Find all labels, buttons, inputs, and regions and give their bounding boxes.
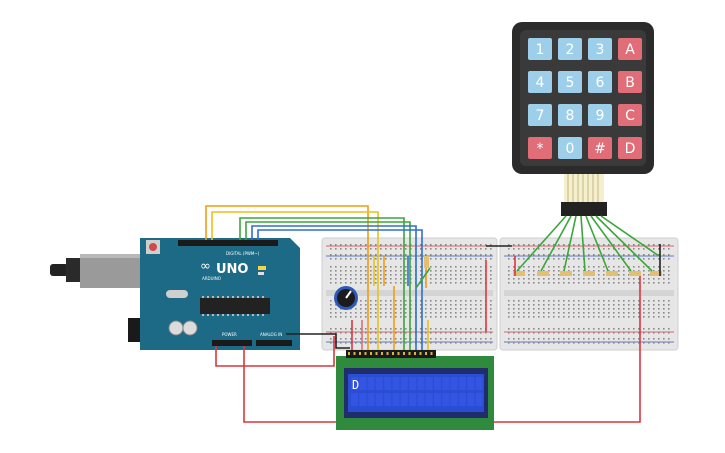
digital-label: DIGITAL (PWM~): [226, 251, 260, 256]
keypad-key-label: 0: [566, 141, 575, 157]
power-label: POWER: [222, 332, 237, 337]
keypad-key[interactable]: [618, 38, 642, 60]
wire-black-gnd: [286, 333, 350, 349]
arduino-brand: ARDUINO: [202, 276, 221, 281]
breadboard-left-holes: [330, 244, 492, 344]
resistor: [424, 256, 429, 268]
keypad-key-label: 9: [596, 108, 605, 124]
uno-label: UNO: [216, 262, 249, 277]
keypad-key[interactable]: [558, 38, 582, 60]
resistor: [650, 271, 662, 276]
keypad-key[interactable]: [618, 104, 642, 126]
arduino-uno: DIGITAL (PWM~) ∞ UNO ARDUINO POWER ANALO…: [50, 238, 300, 350]
digital-header: [178, 240, 278, 246]
keypad-key[interactable]: [588, 137, 612, 159]
keypad-ribbon: [561, 174, 607, 216]
reset-button[interactable]: [149, 243, 157, 251]
power-header: [212, 340, 252, 346]
potentiometer-knob-indicator: [345, 290, 352, 299]
wire-green: [245, 221, 411, 356]
wire-green: [239, 217, 405, 356]
keypad-key-label: A: [625, 42, 635, 58]
resistors: [424, 256, 662, 276]
wire-blue: [251, 225, 417, 356]
keypad-key[interactable]: [618, 137, 642, 159]
keypad-key-label: B: [625, 75, 635, 91]
keypad-key[interactable]: [528, 137, 552, 159]
ribbon-cable: [564, 174, 604, 202]
capacitor: [168, 320, 184, 336]
analog-header: [256, 340, 292, 346]
keypad-key-label: 6: [596, 75, 605, 91]
wire-yellow: [211, 211, 379, 356]
keypad-key[interactable]: [558, 104, 582, 126]
resistor: [537, 271, 549, 276]
breadboard-right: [499, 237, 679, 351]
resistor: [606, 271, 618, 276]
keypad-key-label: *: [537, 141, 544, 157]
usb-connector: [80, 254, 142, 288]
keypad-key[interactable]: [558, 137, 582, 159]
keypad-key[interactable]: [528, 38, 552, 60]
keypad: 1 2 3 A 4 5 6 B 7 8 9 C * 0 # D: [512, 22, 654, 216]
keypad-key-label: #: [594, 141, 606, 157]
keypad-key[interactable]: [528, 71, 552, 93]
infinity-logo-icon: ∞: [200, 259, 211, 274]
keypad-key[interactable]: [588, 38, 612, 60]
keypad-key[interactable]: [528, 104, 552, 126]
lcd-header: [346, 350, 436, 358]
keypad-key-label: D: [625, 141, 636, 157]
keypad-header: [561, 202, 607, 216]
keypad-key-label: 5: [566, 75, 575, 91]
wire-blue: [257, 229, 423, 356]
capacitor: [182, 320, 198, 336]
keypad-key-label: 3: [596, 42, 605, 58]
resistor: [583, 271, 595, 276]
potentiometer[interactable]: [334, 286, 358, 310]
atmega-chip: [200, 298, 270, 314]
keypad-key-label: 8: [566, 108, 575, 124]
lcd-module: D: [336, 350, 494, 430]
keypad-key[interactable]: [588, 71, 612, 93]
breadboard-right-holes: [508, 244, 670, 344]
usb-cable-plug: [50, 264, 68, 276]
keypad-key-label: 4: [536, 75, 545, 91]
keypad-key[interactable]: [588, 104, 612, 126]
keypad-key-label: 7: [536, 108, 545, 124]
resistor: [629, 271, 641, 276]
keypad-key[interactable]: [618, 71, 642, 93]
lcd-text: D: [352, 378, 359, 392]
keypad-key-label: C: [625, 108, 635, 124]
keypad-key[interactable]: [558, 71, 582, 93]
keypad-key-label: 1: [536, 42, 545, 58]
keypad-face: [520, 30, 646, 166]
analog-label: ANALOG IN: [260, 332, 282, 337]
wire-orange: [205, 205, 369, 356]
keypad-key-label: 2: [566, 42, 575, 58]
keypad-keys: 1 2 3 A 4 5 6 B 7 8 9 C * 0 # D: [528, 38, 642, 159]
resistor: [560, 271, 572, 276]
resistor: [513, 271, 525, 276]
